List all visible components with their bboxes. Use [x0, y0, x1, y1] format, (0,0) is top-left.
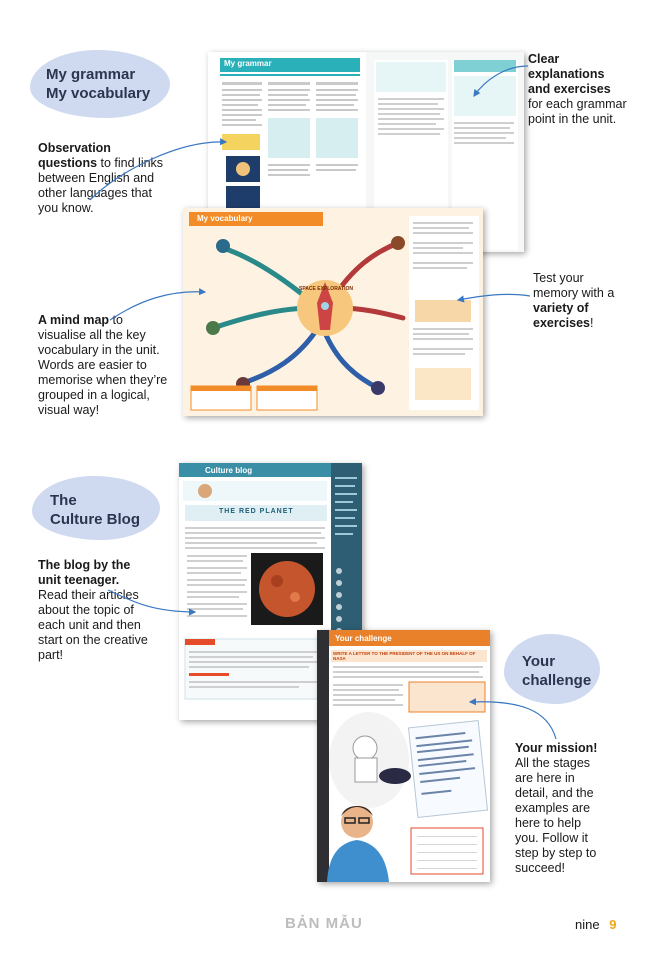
grammar-blob [30, 50, 170, 118]
challenge-thumbnail-title: Your challenge [335, 634, 392, 643]
culture-blob [32, 476, 160, 540]
arrow-clear [473, 65, 529, 97]
challenge-thumbnail-heading: WRITE A LETTER TO THE PRESIDENT OF THE U… [333, 651, 476, 661]
culture-blog-thumbnail-heading: THE RED PLANET [219, 508, 294, 515]
culture-blog-thumbnail-title: Culture blog [205, 466, 253, 475]
challenge-label: Your challenge [522, 653, 592, 689]
culture-label: The Culture Blog [50, 492, 140, 528]
grammar-thumbnail-title: My grammar [224, 59, 272, 68]
grammar-label: My grammar My vocabulary [46, 66, 151, 102]
sample-stamp: BẢN MẪU [285, 915, 363, 932]
arrow-test-memory [456, 293, 531, 303]
vocabulary-center-label: SPACE EXPLORATION [299, 286, 353, 292]
mind-map-note: A mind map to visualise all the key voca… [38, 313, 168, 417]
mission-note: Your mission! All the stages are here in… [515, 741, 598, 875]
vocabulary-page-thumbnail: My vocabulary SPACE EXPLORATION [183, 208, 483, 416]
challenge-page-thumbnail: Your challenge WRITE A LETTER TO THE PRE… [317, 630, 490, 882]
test-memory-note: Test your memory with a variety of exerc… [533, 271, 615, 330]
arrow-blog [107, 589, 197, 616]
arrow-mind-map [109, 288, 207, 321]
arrow-mission [468, 698, 557, 740]
observation-note: Observation questions to find links betw… [38, 141, 164, 215]
vocabulary-mind-map-art [183, 208, 483, 416]
clear-explanations-note: Clear explanations and exercises for eac… [528, 52, 627, 126]
challenge-blob [504, 634, 600, 704]
vocabulary-thumbnail-title: My vocabulary [197, 214, 253, 223]
arrow-observation [89, 138, 228, 201]
challenge-page-art [317, 630, 490, 882]
page-number: nine 9 [575, 917, 617, 932]
blog-note: The blog by the unit teenager. Read thei… [38, 558, 148, 662]
